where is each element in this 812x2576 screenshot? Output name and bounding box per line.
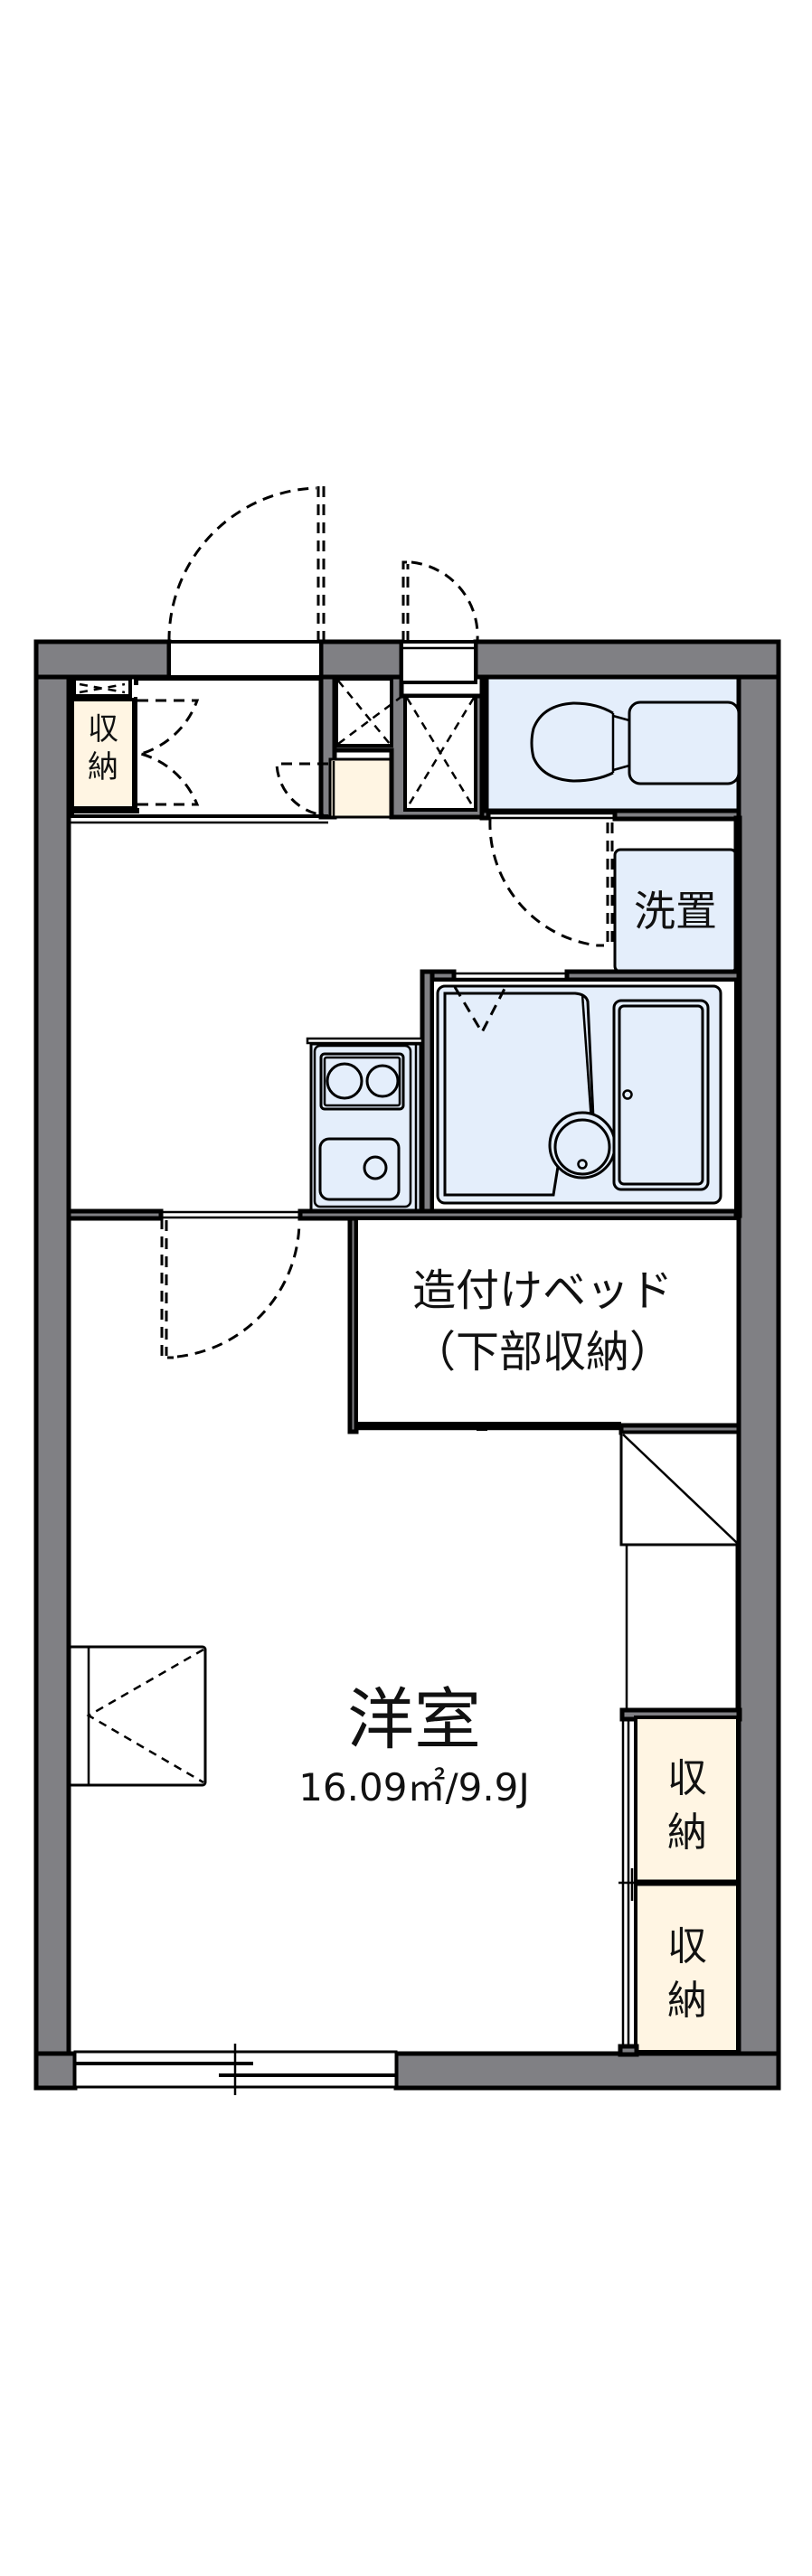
top-window[interactable] — [400, 560, 479, 684]
inner-wall-edges — [66, 823, 741, 2056]
kitchen-counter — [306, 1037, 424, 1212]
bed-steps — [618, 1423, 741, 1717]
entry-closet: 収 納 — [69, 677, 200, 817]
outer-walls — [33, 639, 781, 2091]
main-room-label: 洋室 — [347, 1681, 481, 1759]
right-closets: 収 納 収 納 — [618, 1707, 742, 2057]
entry-closet-label-2: 納 — [88, 749, 118, 785]
entrance-door[interactable] — [167, 484, 326, 681]
washer-space-label: 洗置 — [634, 887, 717, 935]
pipe-shafts — [332, 674, 485, 820]
bathtub-icon — [612, 999, 710, 1191]
unit-bath — [420, 969, 741, 1218]
built-in-bed: 造付けベッド （下部収納） — [347, 1216, 741, 1434]
toilet-icon — [530, 700, 741, 785]
main-room: 洋室 16.09㎡/9.9J — [298, 1681, 530, 1810]
bottom-window[interactable] — [73, 2044, 398, 2095]
closet-2-label-1: 収 — [667, 1923, 707, 1970]
closet-2-label-2: 納 — [667, 1978, 707, 2024]
closet-1-label-1: 収 — [667, 1755, 707, 1801]
wash-basin-icon — [548, 1111, 617, 1180]
entry-closet-label-1: 収 — [88, 711, 118, 747]
main-room-door[interactable] — [160, 1218, 301, 1359]
toilet-room — [479, 674, 741, 822]
built-in-bed-label-1: 造付けベッド — [412, 1265, 673, 1316]
toilet-door[interactable] — [488, 818, 614, 947]
shoe-storage — [275, 757, 393, 819]
built-in-bed-label-2: （下部収納） — [412, 1327, 673, 1377]
stove-icon — [319, 1052, 405, 1111]
side-window[interactable] — [67, 1645, 207, 1787]
closet-1-label-2: 納 — [667, 1810, 707, 1856]
main-room-area: 16.09㎡/9.9J — [298, 1765, 530, 1810]
kitchen-sink-icon — [318, 1137, 401, 1201]
